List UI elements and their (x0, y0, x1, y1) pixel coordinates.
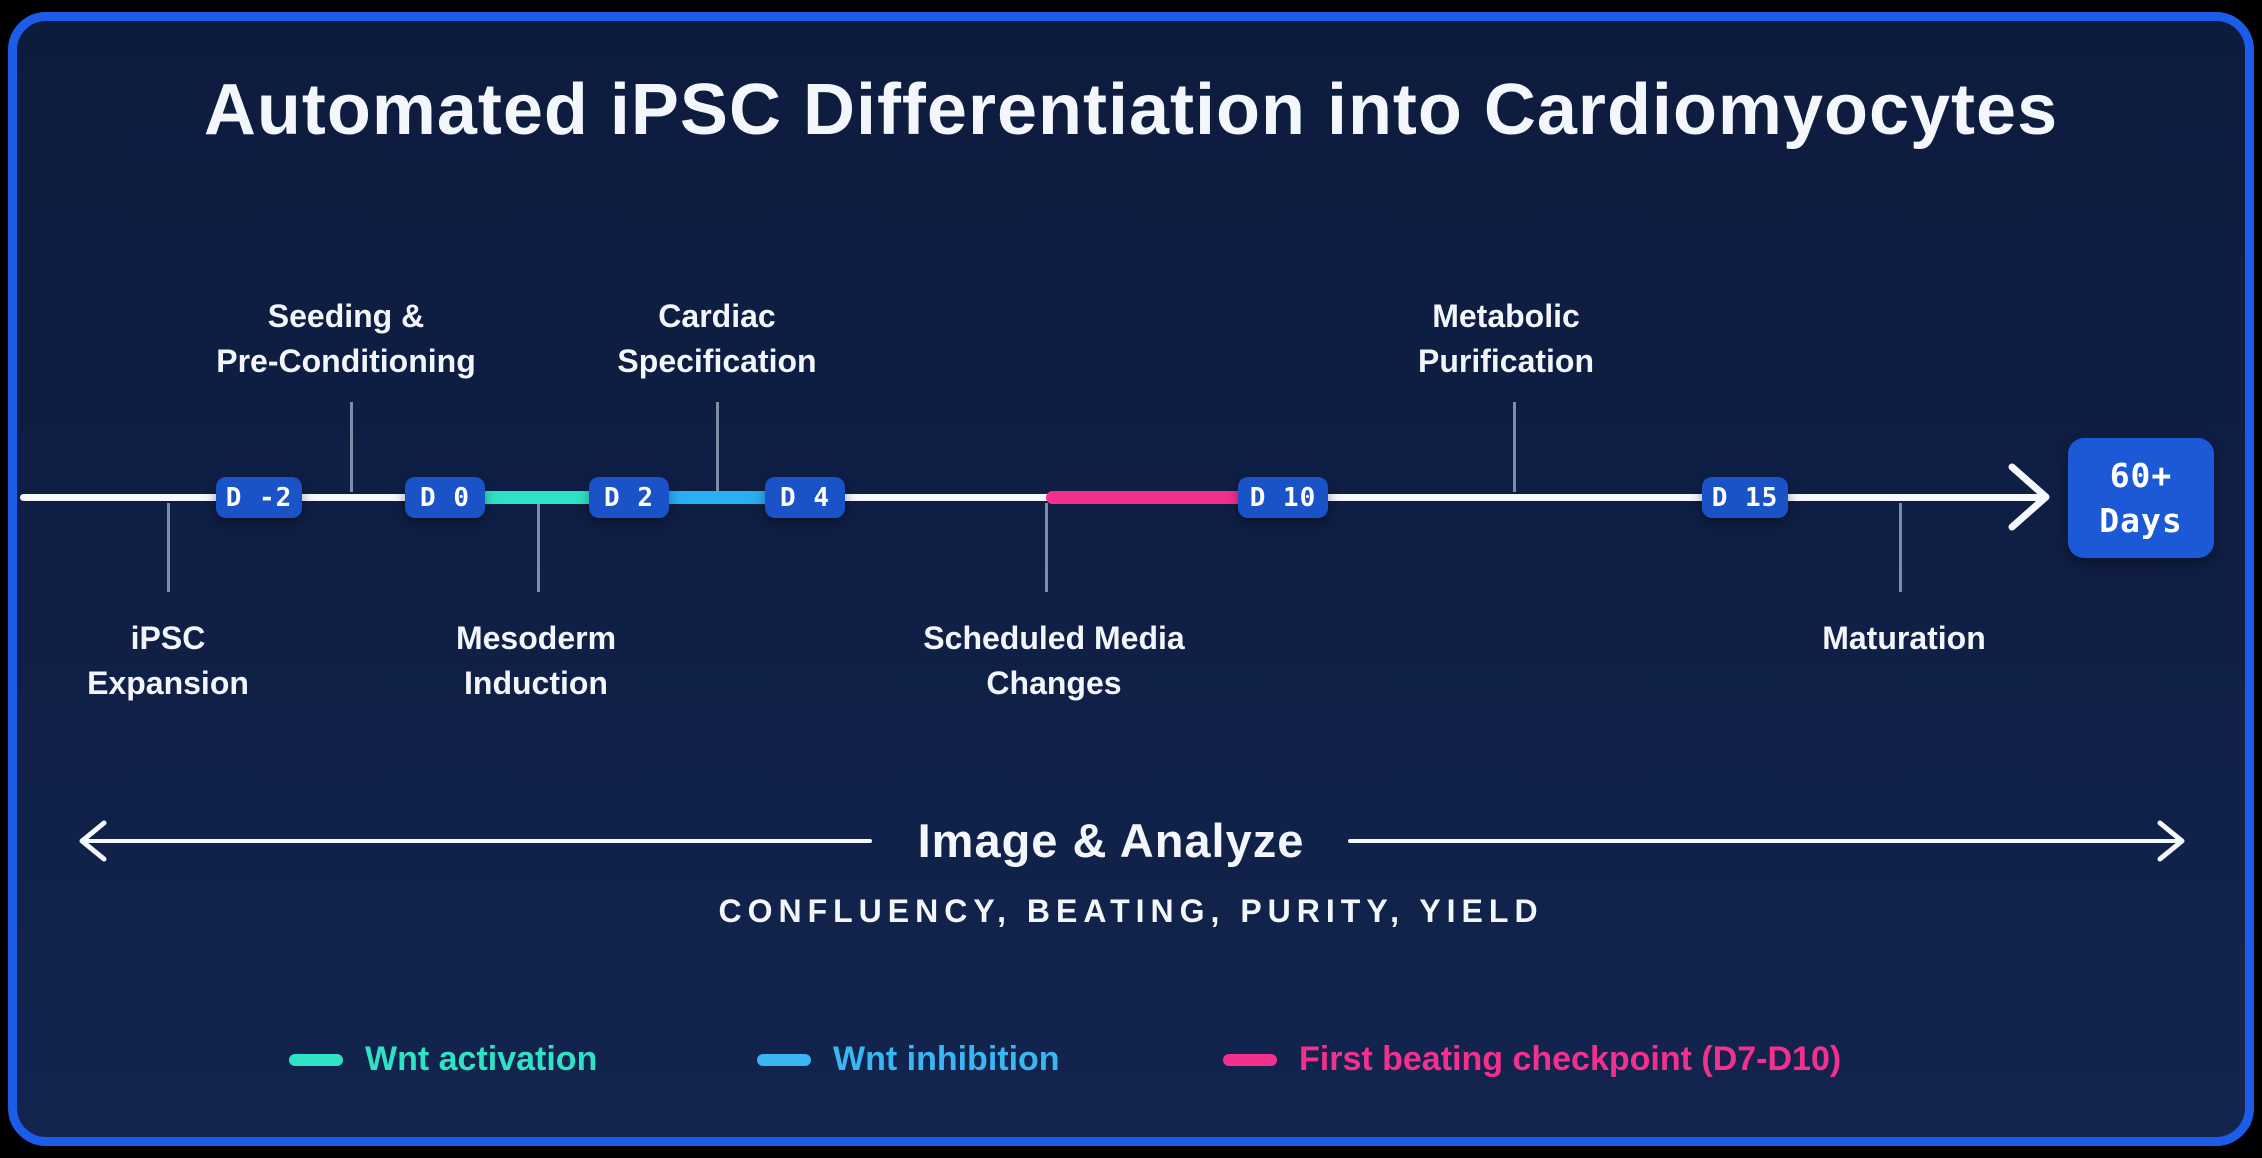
phase-label-maturation: Maturation (1822, 616, 1986, 661)
phase-label-scheduled-media-changes: Scheduled Media Changes (923, 616, 1184, 706)
connector-maturation (1899, 503, 1902, 592)
analysis-subtitle: CONFLUENCY, BEATING, PURITY, YIELD (718, 893, 1544, 929)
legend-item-wnt-activation: Wnt activation (289, 1040, 597, 1079)
day-marker-d4: D 4 (765, 477, 845, 518)
legend-item-wnt-inhibition: Wnt inhibition (757, 1040, 1060, 1079)
analysis-right-arrowhead-icon (2157, 820, 2185, 862)
day-marker-d15: D 15 (1702, 477, 1788, 518)
phase-line: Changes (986, 665, 1122, 701)
page-title: Automated iPSC Differentiation into Card… (203, 70, 2059, 150)
phase-line: Cardiac (658, 298, 776, 334)
phase-label-seeding-preconditioning: Seeding & Pre-Conditioning (216, 294, 476, 384)
phase-label-cardiac-specification: Cardiac Specification (617, 294, 816, 384)
timeline-axis (20, 494, 2042, 501)
phase-line: Metabolic (1432, 298, 1580, 334)
phase-line: Maturation (1822, 620, 1986, 656)
phase-label-ipsc-expansion: iPSC Expansion (87, 616, 249, 706)
phase-line: Specification (617, 343, 817, 379)
analysis-line-right (1348, 839, 2178, 843)
connector-metabolic (1513, 402, 1516, 492)
analysis-title: Image & Analyze (917, 814, 1305, 867)
connector-ipsc-expansion (167, 503, 170, 592)
connector-seeding (350, 402, 353, 492)
end-marker-line: Days (2099, 501, 2183, 540)
day-marker-d0: D 0 (405, 477, 485, 518)
phase-line: Scheduled Media (923, 620, 1185, 656)
legend-label: Wnt inhibition (833, 1040, 1060, 1078)
phase-line: Purification (1417, 343, 1595, 379)
phase-line: iPSC (130, 620, 206, 656)
legend-swatch-wnt-inhibition (757, 1053, 811, 1066)
phase-line: Expansion (87, 665, 249, 701)
segment-wnt-inhibition (645, 491, 795, 504)
phase-label-mesoderm-induction: Mesoderm Induction (456, 616, 616, 706)
analysis-left-arrowhead-icon (79, 820, 107, 862)
connector-cardiac (716, 402, 719, 492)
phase-label-metabolic-purification: Metabolic Purification (1418, 294, 1594, 384)
card-background (8, 12, 2254, 1146)
phase-line: Induction (464, 665, 608, 701)
phase-line: Pre-Conditioning (216, 343, 476, 379)
end-marker-60-days: 60+ Days (2068, 438, 2214, 558)
timeline-arrowhead-icon (2008, 463, 2050, 531)
legend-label: Wnt activation (365, 1040, 598, 1078)
phase-line: Mesoderm (455, 620, 617, 656)
segment-first-beating-checkpoint (1046, 491, 1262, 504)
legend-item-first-beating-checkpoint: First beating checkpoint (D7-D10) (1223, 1040, 1841, 1079)
legend-swatch-first-beating (1223, 1053, 1277, 1066)
day-marker-d10: D 10 (1238, 477, 1328, 518)
day-marker-d2: D 2 (589, 477, 669, 518)
end-marker-line: 60+ (2109, 456, 2173, 495)
connector-media-changes (1045, 503, 1048, 592)
connector-mesoderm (537, 503, 540, 592)
day-marker-d-2: D -2 (216, 477, 302, 518)
legend-swatch-wnt-activation (289, 1053, 343, 1066)
phase-line: Seeding & (267, 298, 425, 334)
legend-label: First beating checkpoint (D7-D10) (1299, 1040, 1842, 1078)
analysis-line-left (84, 839, 872, 843)
segment-wnt-activation (455, 491, 605, 504)
